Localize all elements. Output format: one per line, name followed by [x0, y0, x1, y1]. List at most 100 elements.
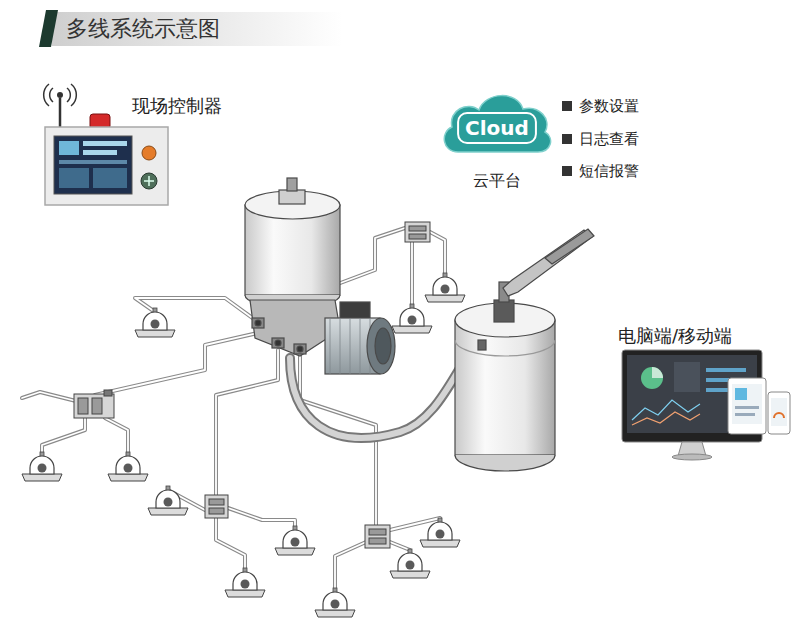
art-part [57, 92, 63, 98]
node-title: Cloud [438, 114, 556, 142]
art-part [74, 394, 114, 418]
feature-item: 日志查看 [562, 129, 639, 149]
art-part [294, 344, 306, 354]
art-part [245, 191, 340, 219]
pillow-block-bearings [22, 273, 465, 617]
art-part [632, 400, 700, 420]
art-part [545, 229, 594, 264]
art-part [52, 12, 342, 46]
art-part [369, 538, 386, 544]
art-part [148, 486, 188, 515]
pump-station [245, 178, 395, 374]
feature-text: 短信报警 [579, 161, 639, 181]
art-part [392, 304, 432, 333]
art-part [728, 378, 766, 434]
art-part [774, 413, 784, 418]
art-part [375, 328, 391, 364]
art-part [59, 141, 79, 155]
art-part [652, 367, 663, 378]
art-part [409, 226, 426, 231]
art-part [39, 10, 58, 47]
terminal-label-box: 电脑端/移动端 [614, 322, 736, 349]
art-part [455, 340, 555, 356]
art-part [455, 320, 555, 455]
art-part [104, 390, 112, 396]
art-part [22, 228, 445, 592]
art-part [369, 529, 386, 535]
art-part [22, 452, 62, 481]
art-part [59, 168, 89, 188]
art-part [672, 454, 712, 460]
art-part [108, 452, 148, 481]
art-part [405, 222, 430, 242]
art-part [275, 526, 315, 555]
art-part [641, 367, 663, 389]
computer-and-mobile [622, 350, 790, 460]
grease-barrel [455, 229, 594, 471]
art-part [315, 588, 355, 617]
controller-label-box: 现场控制器 [128, 92, 226, 119]
art-part [50, 88, 71, 102]
art-part [279, 190, 305, 204]
diagram-title: 多线系统示意图 [66, 14, 220, 44]
art-part [735, 388, 747, 400]
art-part [409, 234, 426, 239]
art-part [93, 168, 127, 188]
art-part [340, 302, 370, 320]
art-part [83, 150, 117, 155]
art-part [632, 412, 700, 425]
feature-item: 短信报警 [562, 161, 639, 181]
title-decoration [39, 10, 342, 47]
art-part [54, 136, 132, 194]
art-part [45, 127, 168, 205]
art-part [22, 228, 445, 592]
art-part [494, 300, 514, 322]
node-title: 电脑端/移动端 [618, 324, 732, 347]
art-part [768, 392, 790, 434]
bullet-square [562, 134, 572, 144]
art-part [83, 141, 127, 146]
art-part [420, 518, 460, 547]
art-part [735, 406, 759, 409]
art-part [59, 160, 127, 164]
art-part [674, 362, 700, 392]
feature-text: 日志查看 [579, 129, 639, 149]
art-part [735, 413, 755, 416]
art-part [59, 98, 62, 127]
node-caption: 云平台 [438, 170, 556, 192]
art-part [225, 568, 265, 597]
art-part [706, 368, 746, 372]
node-title: 现场控制器 [132, 94, 222, 117]
art-part [135, 308, 175, 337]
art-part [144, 176, 154, 186]
bullet-square [562, 166, 572, 176]
art-part [455, 455, 555, 471]
art-part [78, 398, 88, 414]
art-part [275, 340, 281, 346]
art-part [209, 508, 224, 514]
art-part [141, 173, 157, 189]
art-part [365, 525, 390, 548]
art-part [425, 273, 465, 302]
feature-item: 参数设置 [562, 96, 639, 116]
art-part [92, 398, 102, 414]
art-part [272, 338, 284, 348]
grease-lines [22, 228, 445, 592]
art-part [330, 318, 370, 374]
art-part [205, 495, 228, 518]
bullet-square [562, 101, 572, 111]
art-part [478, 340, 486, 350]
art-part [252, 318, 264, 328]
art-part [297, 346, 303, 352]
cloud-platform: Cloud 云平台 [438, 88, 556, 200]
art-part [142, 146, 156, 160]
art-part [771, 398, 787, 426]
art-part [390, 549, 430, 578]
art-part [287, 178, 297, 191]
art-part [44, 84, 77, 106]
art-part [367, 318, 395, 374]
art-part [255, 320, 261, 326]
